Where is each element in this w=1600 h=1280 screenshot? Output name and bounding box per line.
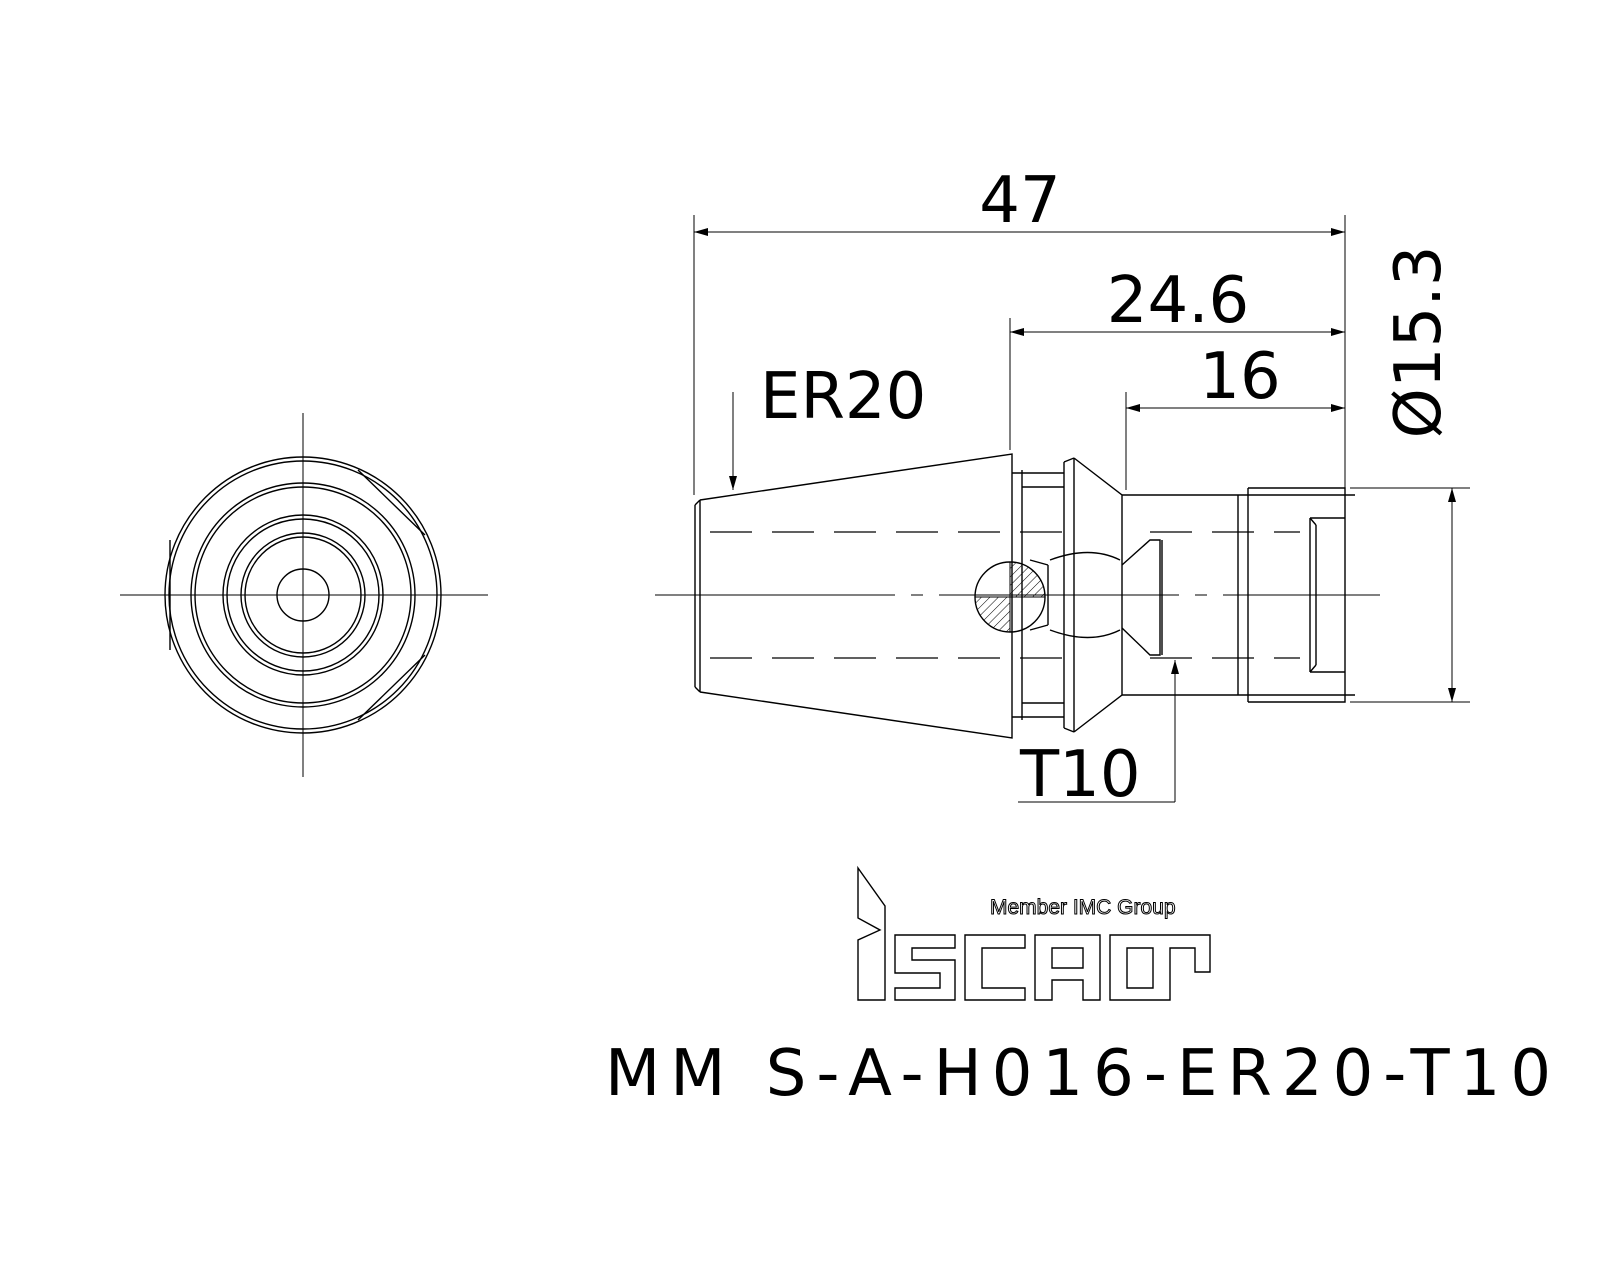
part-number: MM S-A-H016-ER20-T10 <box>605 1037 1561 1111</box>
callout-collet: ER20 <box>760 360 926 434</box>
side-view <box>655 453 1380 739</box>
dimension-shank-length: 16 <box>1199 340 1280 414</box>
dimension-overall-length: 47 <box>979 164 1060 238</box>
iscar-logo: Member IMC Group <box>857 865 1211 1001</box>
end-view <box>120 413 488 777</box>
dimension-body-length: 24.6 <box>1107 264 1250 338</box>
callout-thread: T10 <box>1019 738 1141 812</box>
dimension-lines <box>693 215 1470 803</box>
logo-wordmark <box>857 865 1211 1001</box>
logo-tagline: Member IMC Group <box>990 896 1176 919</box>
dimension-diameter: Ø15.3 <box>1382 246 1456 439</box>
